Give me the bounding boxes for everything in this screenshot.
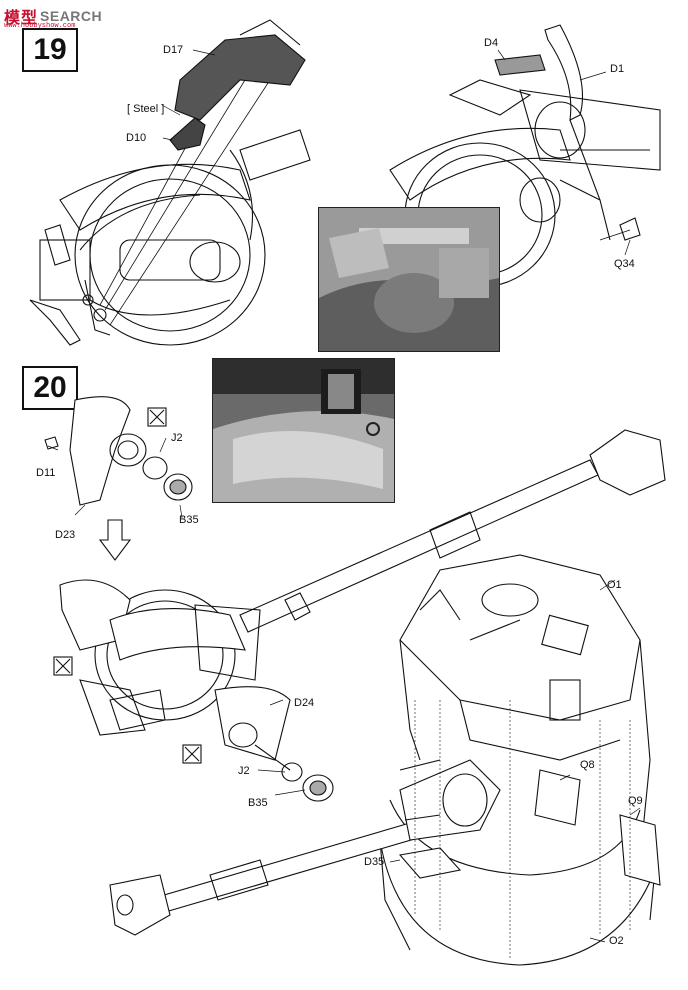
- label-d1: D1: [610, 63, 625, 75]
- label-d24: D24: [294, 697, 315, 709]
- label-d10: D10: [126, 132, 147, 144]
- watermark-logo: 模型 SEARCH: [4, 4, 102, 28]
- label-b35-top: B35: [179, 514, 199, 526]
- label-b35-bottom: B35: [248, 797, 268, 809]
- label-o2: O2: [609, 935, 624, 947]
- step-20-badge: 20: [22, 366, 78, 410]
- step-19-badge: 19: [22, 28, 78, 72]
- label-o1: O1: [607, 579, 622, 591]
- reference-photo-breech: [318, 207, 500, 352]
- watermark-url: www.hobbyshow.com: [4, 22, 76, 30]
- label-j2-bottom: J2: [238, 765, 250, 777]
- label-d4: D4: [484, 37, 499, 49]
- label-steel: [ Steel ]: [127, 103, 165, 115]
- label-d23: D23: [55, 529, 76, 541]
- label-d35: D35: [364, 856, 385, 868]
- reference-photo-turret: [212, 358, 395, 503]
- label-d17: D17: [163, 44, 184, 56]
- label-j2-top: J2: [171, 432, 183, 444]
- watermark-en: SEARCH: [40, 8, 103, 24]
- label-q34: Q34: [614, 258, 635, 270]
- label-q8: Q8: [580, 759, 595, 771]
- watermark-cn: 模型: [4, 10, 39, 27]
- label-d11: D11: [36, 467, 56, 479]
- label-q9: Q9: [628, 795, 643, 807]
